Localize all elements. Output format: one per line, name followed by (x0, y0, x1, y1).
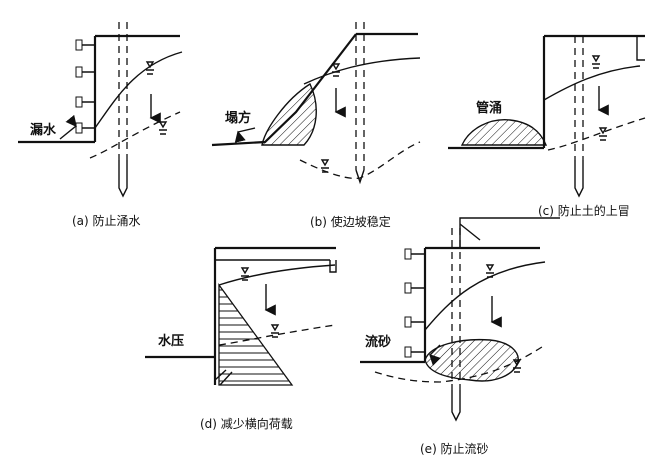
upper-ground-e (459, 217, 560, 248)
caption-a: (a) 防止涌水 (72, 213, 141, 228)
water-table-before-d (218, 264, 336, 286)
panel-e: 流砂 (e) 防止流砂 (360, 217, 560, 456)
water-level-symbol-c (591, 55, 601, 69)
panel-a: 漏水 (a) 防止涌水 (18, 22, 183, 228)
caption-c: (c) 防止土的上冒 (538, 203, 630, 218)
caption-d: (d) 减少横向荷载 (200, 416, 293, 431)
label-collapse: 塌方 (225, 110, 251, 126)
sand-arrow-e (429, 344, 441, 366)
label-leak: 漏水 (30, 122, 57, 138)
landslide-mass (261, 82, 317, 146)
water-table-before-b (303, 57, 421, 85)
well-pipe-b (355, 22, 365, 185)
panel-c: 管涌 (c) 防止土的上冒 (448, 34, 646, 218)
water-table-after-a (89, 111, 181, 159)
water-table-after-c (547, 117, 646, 151)
wall-cap-d (329, 260, 337, 273)
wall-cap-c (636, 36, 645, 61)
slide-arrow-b (234, 127, 256, 143)
water-level-symbol-d2 (270, 324, 280, 338)
well-pipe-e (451, 228, 461, 422)
slope-hint-e (459, 223, 481, 241)
struts-a (75, 39, 95, 134)
water-level-symbol-e (485, 264, 495, 278)
water-table-after-e (374, 344, 546, 383)
water-level-symbol-b (331, 63, 341, 77)
water-level-symbol-a2 (158, 121, 168, 135)
panel-d: 水压 (d) 减少横向荷载 (145, 246, 337, 431)
caption-b: (b) 使边坡稳定 (310, 214, 391, 229)
well-pipe-a (118, 22, 128, 198)
caption-e: (e) 防止流砂 (420, 441, 489, 456)
water-level-symbol-b2 (320, 159, 330, 173)
water-level-symbol-d (240, 267, 250, 281)
toe-hatch-d (214, 369, 233, 386)
water-pressure-triangle (218, 283, 294, 386)
water-level-symbol-e2 (512, 359, 522, 373)
struts-e (404, 248, 425, 358)
label-quicksand: 流砂 (365, 334, 391, 350)
water-table-before-e (424, 261, 546, 331)
water-table-after-b (299, 141, 421, 180)
water-table-before-c (543, 65, 641, 101)
piping-mound (460, 119, 548, 146)
label-piping: 管涌 (476, 100, 502, 116)
leak-arrow-a (59, 114, 77, 140)
water-table-before-a (94, 51, 183, 129)
well-pipe-c (574, 36, 584, 198)
water-table-after-d (218, 324, 336, 346)
panel-b: 塌方 (b) 使边坡稳定 (211, 22, 421, 229)
label-water-pressure: 水压 (158, 333, 184, 349)
water-level-symbol-c2 (598, 127, 608, 141)
water-level-symbol-a (145, 61, 155, 75)
